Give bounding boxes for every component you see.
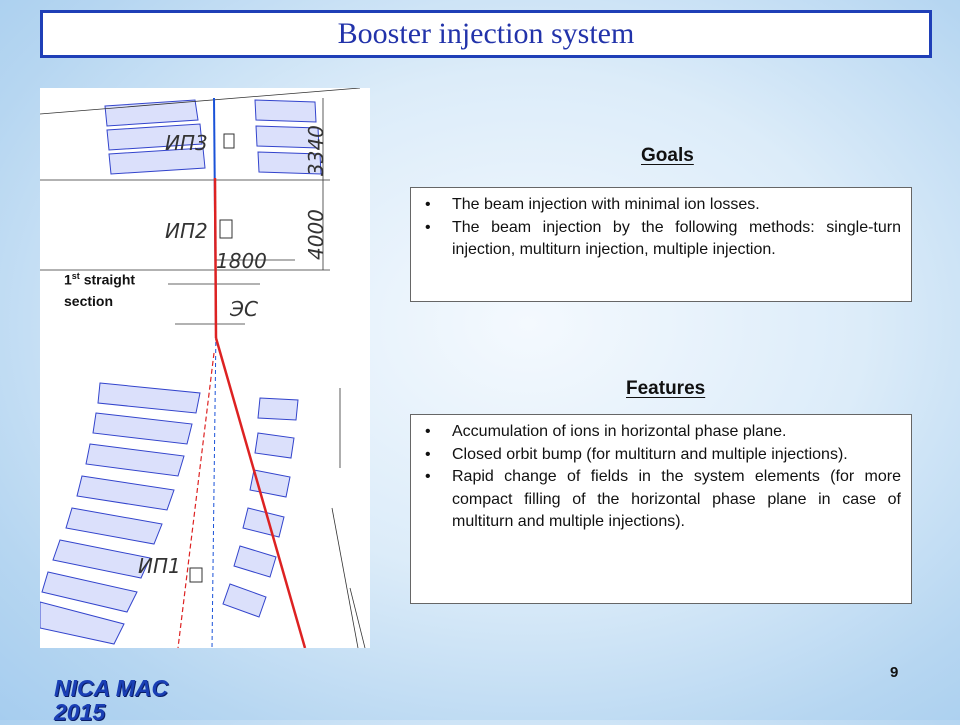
- title-box: Booster injection system: [40, 10, 932, 58]
- features-box: •Accumulation of ions in horizontal phas…: [410, 414, 912, 604]
- injection-drawing: ИП3 ИП2 ЭС ИП1 1800 3340 4000: [40, 88, 370, 648]
- list-item: •Closed orbit bump (for multiturn and mu…: [425, 445, 848, 463]
- goals-box: •The beam injection with minimal ion los…: [410, 187, 912, 302]
- dim-horizontal: 1800: [216, 249, 267, 273]
- dim-top: 3340: [304, 125, 328, 176]
- section-ordinal: st: [71, 271, 80, 281]
- lower-magnet-block: [40, 382, 299, 645]
- list-item: •Rapid change of fields in the system el…: [425, 468, 901, 530]
- label-es: ЭС: [229, 297, 258, 321]
- page-number: 9: [890, 664, 899, 681]
- beam-trajectory: [177, 177, 307, 648]
- list-item: •The beam injection with minimal ion los…: [425, 196, 760, 213]
- straight-section-label: 1st straight section: [64, 266, 135, 312]
- upper-magnet-block: [104, 99, 322, 175]
- page-title: Booster injection system: [337, 17, 635, 50]
- label-ip2: ИП2: [165, 219, 208, 243]
- label-ip1: ИП1: [138, 554, 181, 578]
- goals-heading: Goals: [641, 145, 694, 166]
- section-label-line2: section: [64, 292, 114, 309]
- label-ip3: ИП3: [165, 131, 208, 155]
- list-item: •The beam injection by the following met…: [425, 218, 901, 259]
- nica-mac-logo: NICA MAC 2015: [54, 675, 169, 725]
- section-label-text: straight: [79, 271, 136, 288]
- dim-mid: 4000: [304, 209, 328, 260]
- features-heading: Features: [626, 378, 706, 399]
- section-number: 1: [64, 271, 72, 288]
- list-item: •Accumulation of ions in horizontal phas…: [425, 423, 787, 440]
